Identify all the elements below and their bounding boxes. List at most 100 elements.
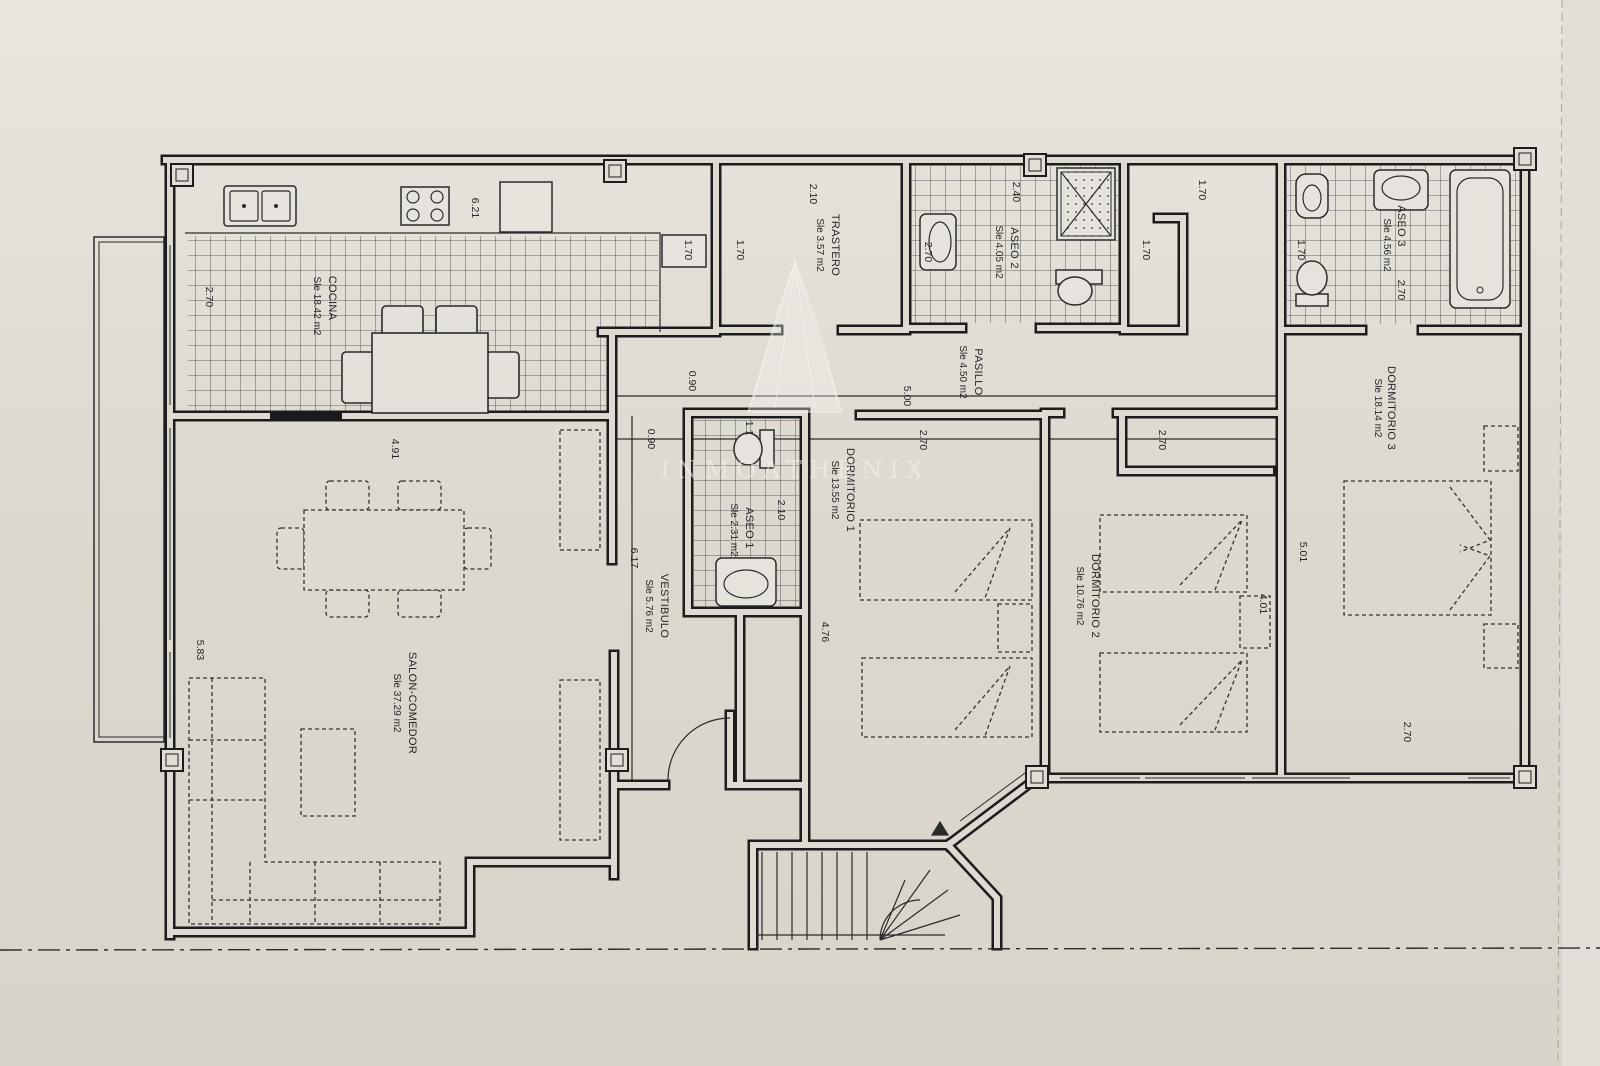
room-area-aseo1: Sle 2.31 m2 — [728, 503, 739, 557]
property-line — [0, 947, 1600, 951]
dimension-labels: 6.21 2.70 1.70 2.10 1.70 2.40 2.70 1.70 … — [194, 180, 1413, 743]
watermark-logo — [746, 259, 844, 413]
dimension-label: 2.70 — [917, 430, 929, 451]
watermark-text: INMOATHENIX — [660, 456, 930, 484]
bidet-icon — [1295, 173, 1329, 219]
column — [170, 163, 194, 187]
dormitorio2-furniture — [1099, 514, 1271, 733]
sideboard — [559, 429, 601, 551]
room-labels: COCINA Sle 18.42 m2 TRASTERO Sle 3.57 m2… — [311, 205, 1407, 754]
dimension-label: 5.83 — [194, 640, 206, 661]
column — [605, 748, 629, 772]
dimension-label: 2.10 — [807, 184, 819, 205]
room-name-aseo3: ASEO 3 — [1395, 205, 1407, 247]
room-area-dormitorio2: Sle 10.76 m2 — [1074, 567, 1085, 626]
room-name-vestibulo: VESTIBULO — [658, 574, 670, 639]
bed — [859, 519, 1033, 601]
dimension-label: 0.90 — [686, 371, 698, 392]
room-area-pasillo: Sle 4.50 m2 — [957, 345, 968, 399]
room-area-salon-comedor: Sle 37.29 m2 — [391, 674, 402, 733]
column — [1513, 147, 1537, 171]
aseo1-fixtures — [715, 429, 777, 607]
dimension-label: 1.1 — [743, 421, 755, 436]
dimension-label: 2.10 — [775, 500, 787, 521]
dimension-label: 2.70 — [1401, 722, 1413, 743]
room-name-dormitorio3: DORMITORIO 3 — [1385, 366, 1397, 450]
bathtub-icon — [1449, 169, 1511, 309]
room-name-salon-comedor: SALON-COMEDOR — [406, 652, 418, 754]
kitchen-sink-icon — [223, 185, 297, 227]
dimension-label: 2.40 — [1010, 182, 1022, 203]
paper-crease — [1557, 0, 1563, 1066]
toilet-icon — [733, 429, 775, 469]
column — [1513, 765, 1537, 789]
kitchen-furniture — [185, 181, 707, 414]
aseo3-fixtures — [1295, 169, 1511, 309]
room-area-vestibulo: Sle 5.76 m2 — [643, 579, 654, 633]
coffee-table — [300, 728, 356, 817]
dimension-label: 1.70 — [1295, 240, 1307, 261]
dimension-label: 6.17 — [628, 548, 640, 569]
double-bed — [1343, 480, 1492, 616]
bed — [861, 657, 1033, 738]
room-area-aseo2: Sle 4.05 m2 — [993, 225, 1004, 279]
dimension-label: 0.90 — [645, 429, 657, 450]
washbasin-icon — [715, 557, 777, 607]
sofa — [188, 677, 441, 925]
toilet-icon — [1055, 269, 1103, 306]
dimension-label: 5.01 — [1297, 542, 1309, 563]
room-area-aseo3: Sle 4.56 m2 — [1381, 218, 1392, 272]
dimension-label: 2.70 — [1156, 430, 1168, 451]
dimension-label: 1.70 — [1196, 180, 1208, 201]
dimension-label: 2.70 — [922, 242, 934, 263]
washbasin-icon — [1373, 169, 1429, 211]
dimension-label: 1.70 — [682, 240, 694, 261]
toilet-icon — [1295, 260, 1329, 307]
room-name-dormitorio1: DORMITORIO 1 — [844, 448, 856, 532]
room-area-cocina: Sle 18.42 m2 — [311, 277, 322, 336]
salon-furniture — [188, 429, 601, 925]
windows — [169, 245, 1510, 822]
columns — [160, 147, 1537, 789]
entrance-door — [667, 717, 731, 781]
column — [603, 159, 627, 183]
room-area-trastero: Sle 3.57 m2 — [814, 218, 825, 272]
bed — [1099, 514, 1248, 593]
nightstand — [1483, 425, 1519, 472]
sliding-door — [270, 413, 342, 420]
watermark: INMOATHENIX — [660, 259, 930, 484]
room-name-pasillo: PASILLO — [972, 348, 984, 395]
aseo2-fixtures — [919, 167, 1116, 306]
room-name-trastero: TRASTERO — [829, 214, 841, 276]
column — [1025, 765, 1049, 789]
staircase — [757, 820, 961, 941]
room-area-dormitorio3: Sle 18.14 m2 — [1372, 379, 1383, 438]
dimension-label: 4.91 — [389, 439, 401, 460]
room-area-dormitorio1: Sle 13.55 m2 — [829, 461, 840, 520]
kitchen-table — [341, 305, 520, 414]
nightstand — [997, 603, 1033, 653]
column — [160, 748, 184, 772]
dimension-label: 5.00 — [901, 386, 913, 407]
appliance-icon — [661, 234, 707, 268]
dimension-label: 1.70 — [734, 240, 746, 261]
dimension-label: 4.01 — [1257, 594, 1269, 615]
dimension-label: 2.70 — [1395, 280, 1407, 301]
dimension-label: 4.76 — [819, 622, 831, 643]
dormitorio1-furniture — [859, 519, 1033, 738]
cooktop-icon — [400, 186, 450, 226]
column — [1023, 153, 1047, 177]
dining-table — [276, 480, 492, 618]
nightstand — [1483, 623, 1519, 669]
room-name-aseo1: ASEO 1 — [743, 507, 755, 549]
room-name-cocina: COCINA — [326, 276, 338, 321]
paper-edge — [1562, 0, 1600, 1066]
dimension-label: 1.70 — [1140, 240, 1152, 261]
dimension-label: 2.70 — [203, 287, 215, 308]
room-name-dormitorio2: DORMITORIO 2 — [1089, 554, 1101, 638]
nightstand — [1239, 595, 1271, 649]
dimension-label: 6.21 — [469, 198, 481, 219]
bed — [1099, 652, 1248, 733]
tv-unit — [559, 679, 601, 841]
